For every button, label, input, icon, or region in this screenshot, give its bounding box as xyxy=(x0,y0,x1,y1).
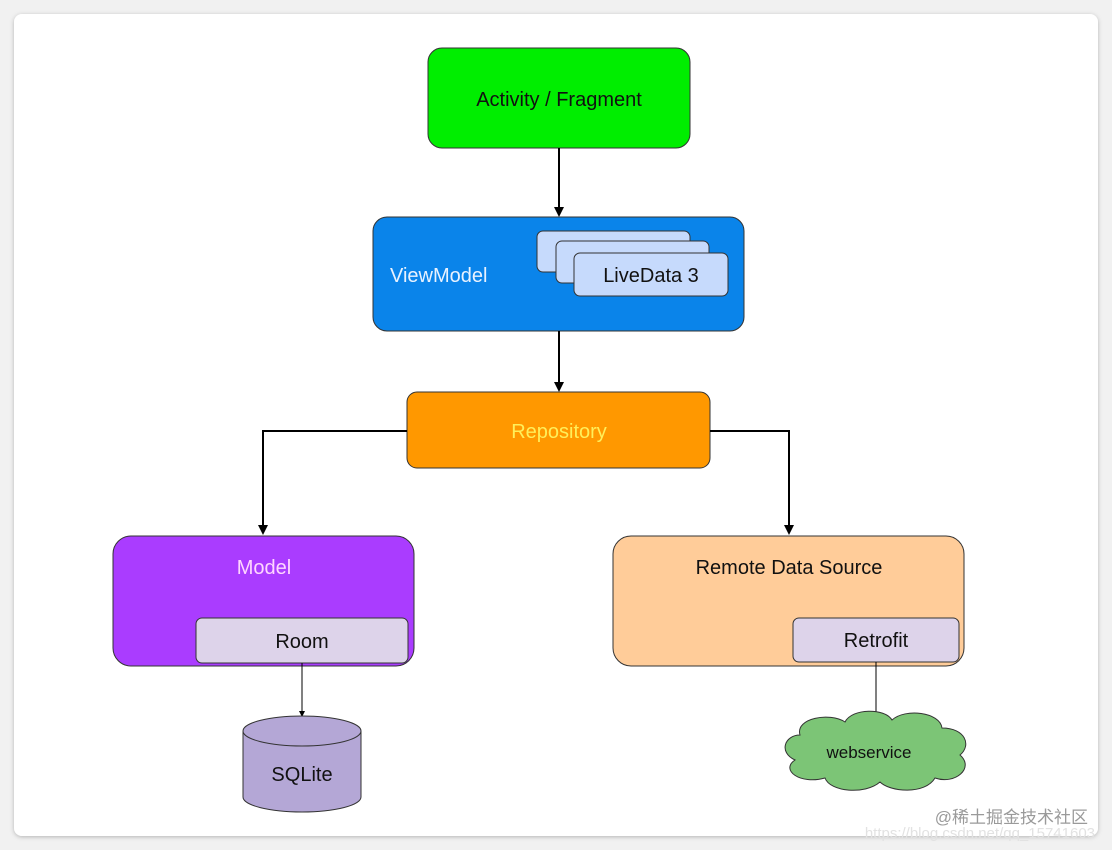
repository-node: Repository xyxy=(406,391,711,469)
arrow-repository-remote xyxy=(710,430,794,535)
webservice-cloud-icon: webservice xyxy=(784,710,967,791)
repository-label: Repository xyxy=(511,421,607,443)
sqlite-database-icon: SQLite xyxy=(242,715,362,813)
activity-fragment-node: Activity / Fragment xyxy=(427,47,691,149)
viewmodel-label: ViewModel xyxy=(390,265,487,287)
remote-data-source-node: Remote Data Source Retrofit xyxy=(612,535,965,667)
watermark-url: https://blog.csdn.net/qq_15741603 xyxy=(865,825,1095,842)
activity-label: Activity / Fragment xyxy=(476,89,642,111)
remote-label: Remote Data Source xyxy=(696,557,883,579)
viewmodel-node: ViewModel LiveData 3 xyxy=(372,216,745,332)
model-node: Model Room xyxy=(112,535,415,667)
webservice-label: webservice xyxy=(825,743,911,762)
sqlite-label: SQLite xyxy=(271,764,332,786)
watermark-brand: @稀土掘金技术社区 xyxy=(935,808,1088,827)
retrofit-label: Retrofit xyxy=(844,630,909,652)
model-label: Model xyxy=(237,557,291,579)
livedata-label: LiveData 3 xyxy=(603,265,699,287)
arrow-repository-model xyxy=(258,430,407,535)
livedata-card-3 xyxy=(573,252,729,297)
room-label: Room xyxy=(275,631,328,653)
